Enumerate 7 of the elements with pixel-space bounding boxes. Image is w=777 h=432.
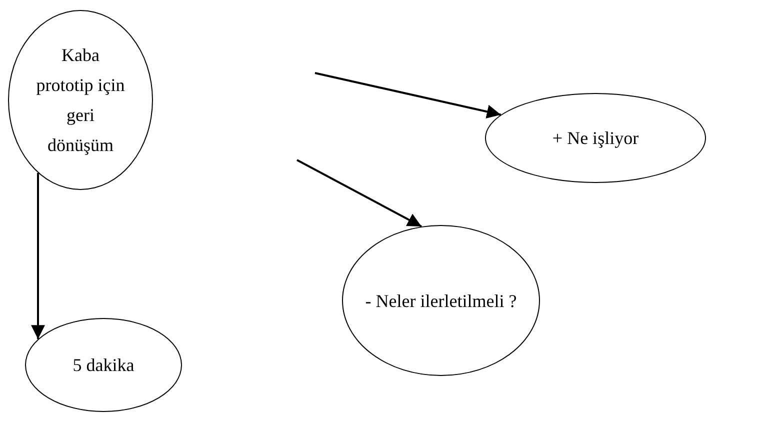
node-label: 5 dakika [72, 354, 136, 377]
arrow [296, 159, 422, 228]
arrow [314, 72, 502, 119]
arrow [31, 172, 45, 340]
node-label: + Ne işliyor [551, 127, 640, 150]
node-label: Kaba prototip için geri dönüşüm [36, 44, 126, 157]
node-label: - Neler ilerletilmeli ? [364, 290, 518, 312]
